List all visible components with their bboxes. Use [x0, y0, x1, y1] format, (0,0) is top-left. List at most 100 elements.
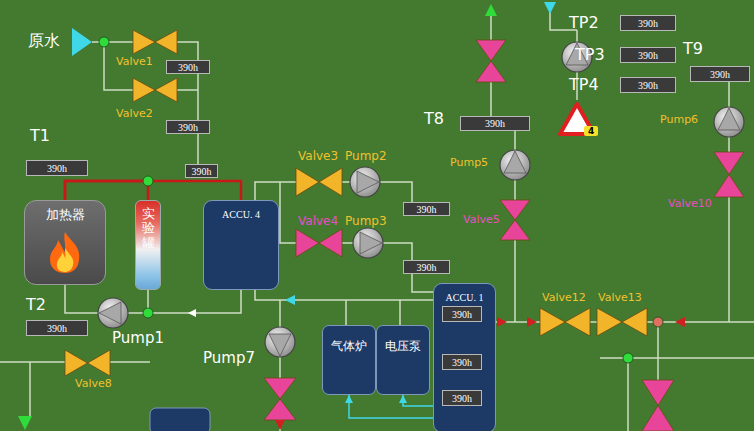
flow-arrow [18, 416, 32, 430]
node-text: 390h [452, 357, 472, 368]
valve-symbol [264, 399, 296, 420]
pump-symbol [500, 150, 530, 180]
valve-symbol [319, 168, 342, 196]
tag-label: Pump1 [112, 330, 164, 347]
flow-arrow [399, 395, 407, 403]
pipe-line [728, 82, 730, 107]
pipe-line [728, 197, 730, 322]
node-text: ACCU. 4 [204, 209, 278, 220]
valve-symbol [319, 229, 342, 257]
tag-label: Pump5 [450, 157, 488, 170]
tag-label: TP2 [569, 14, 599, 32]
valve-symbol [155, 78, 177, 102]
valve-symbol [65, 350, 88, 376]
tag-label: Valve5 [463, 214, 500, 227]
junction-dot [623, 353, 633, 363]
tag-label: 原水 [28, 32, 60, 50]
pump-symbol [98, 298, 128, 328]
junction-dot [143, 308, 153, 318]
valve-symbol [597, 308, 622, 336]
flow-arrow [285, 295, 295, 305]
valve-symbol [264, 378, 296, 399]
pipe-connector [65, 181, 148, 200]
pipe-line [29, 362, 31, 418]
node-text: 390h [47, 323, 67, 334]
pump-impeller [99, 302, 121, 324]
node-text: 实验罐 [142, 207, 155, 289]
pipe-line [627, 358, 629, 431]
valve-symbol [476, 61, 506, 82]
tank-partial [150, 408, 210, 431]
value-display: 390h [690, 66, 750, 82]
pipe-line [514, 130, 516, 150]
pipe-line [255, 182, 296, 200]
node-text: 390h [485, 118, 505, 129]
node-text: 390h [47, 163, 67, 174]
node-text: 电压泵 [377, 338, 429, 355]
connector-line [65, 181, 148, 200]
tag-label: Valve13 [598, 292, 642, 305]
tag-label: Valve3 [298, 150, 338, 164]
pipe-line [514, 240, 516, 322]
accumulator-tank: ACCU. 4 [203, 200, 279, 290]
junction-dot [99, 37, 109, 47]
value-display: 390h [166, 60, 210, 74]
valve-symbol [133, 30, 155, 54]
tag-label: TP3 [575, 46, 605, 64]
test-tank: 实验罐 [135, 200, 161, 290]
heater-box: 加热器 [24, 200, 106, 285]
value-display: 390h [26, 320, 88, 336]
pipe-line [657, 322, 659, 380]
pump-impeller [718, 108, 740, 130]
tag-label: TP4 [569, 76, 599, 94]
pump-symbol [350, 167, 380, 197]
pipe-line [383, 243, 412, 260]
connector-line [65, 181, 241, 200]
value-display: 390h [26, 160, 88, 176]
value-display: 390h [403, 202, 450, 216]
value-display: 390h [442, 354, 482, 370]
pipe-line [514, 180, 516, 200]
tag-label: T8 [424, 110, 444, 128]
tag-label: T9 [683, 40, 703, 58]
pipe-line [342, 181, 350, 183]
node-text: ACCU. 1 [434, 292, 495, 303]
pump-box: 电压泵 [376, 325, 430, 395]
valve-symbol [296, 229, 319, 257]
junction-dot [653, 317, 663, 327]
node-text: 390h [192, 166, 212, 177]
node-text: 390h [417, 262, 437, 273]
tag-label: Valve10 [668, 198, 712, 211]
flame-inner [57, 248, 74, 272]
pipe-line [197, 134, 199, 164]
tag-label: Valve12 [542, 292, 586, 305]
node-text: 390h [638, 50, 658, 61]
connector-line [403, 395, 433, 406]
flame-outer [50, 232, 79, 273]
valve-symbol [133, 78, 155, 102]
flow-arrow [188, 309, 196, 317]
pipe-line [490, 82, 492, 116]
flow-arrow [544, 2, 556, 14]
valve-symbol [714, 175, 744, 198]
valve-symbol [642, 406, 674, 431]
value-display: 390h [403, 260, 450, 274]
pump-symbol [714, 107, 744, 137]
node-text: 390h [638, 80, 658, 91]
tag-label: T2 [26, 296, 46, 314]
valve-symbol [565, 308, 590, 336]
node-text: 390h [452, 393, 472, 404]
value-display: 390h [442, 390, 482, 406]
pipe-line [255, 290, 433, 300]
tag-label: Pump6 [660, 114, 698, 127]
value-display: 390h [620, 15, 676, 31]
flow-arrow [675, 317, 685, 327]
tag-label: Pump3 [345, 215, 387, 229]
node-text: 390h [178, 122, 198, 133]
pipe-line [0, 361, 65, 363]
tag-label: T1 [30, 127, 50, 145]
valve-symbol [714, 152, 744, 175]
pipe-line [197, 74, 199, 120]
value-display: 390h [185, 164, 218, 178]
